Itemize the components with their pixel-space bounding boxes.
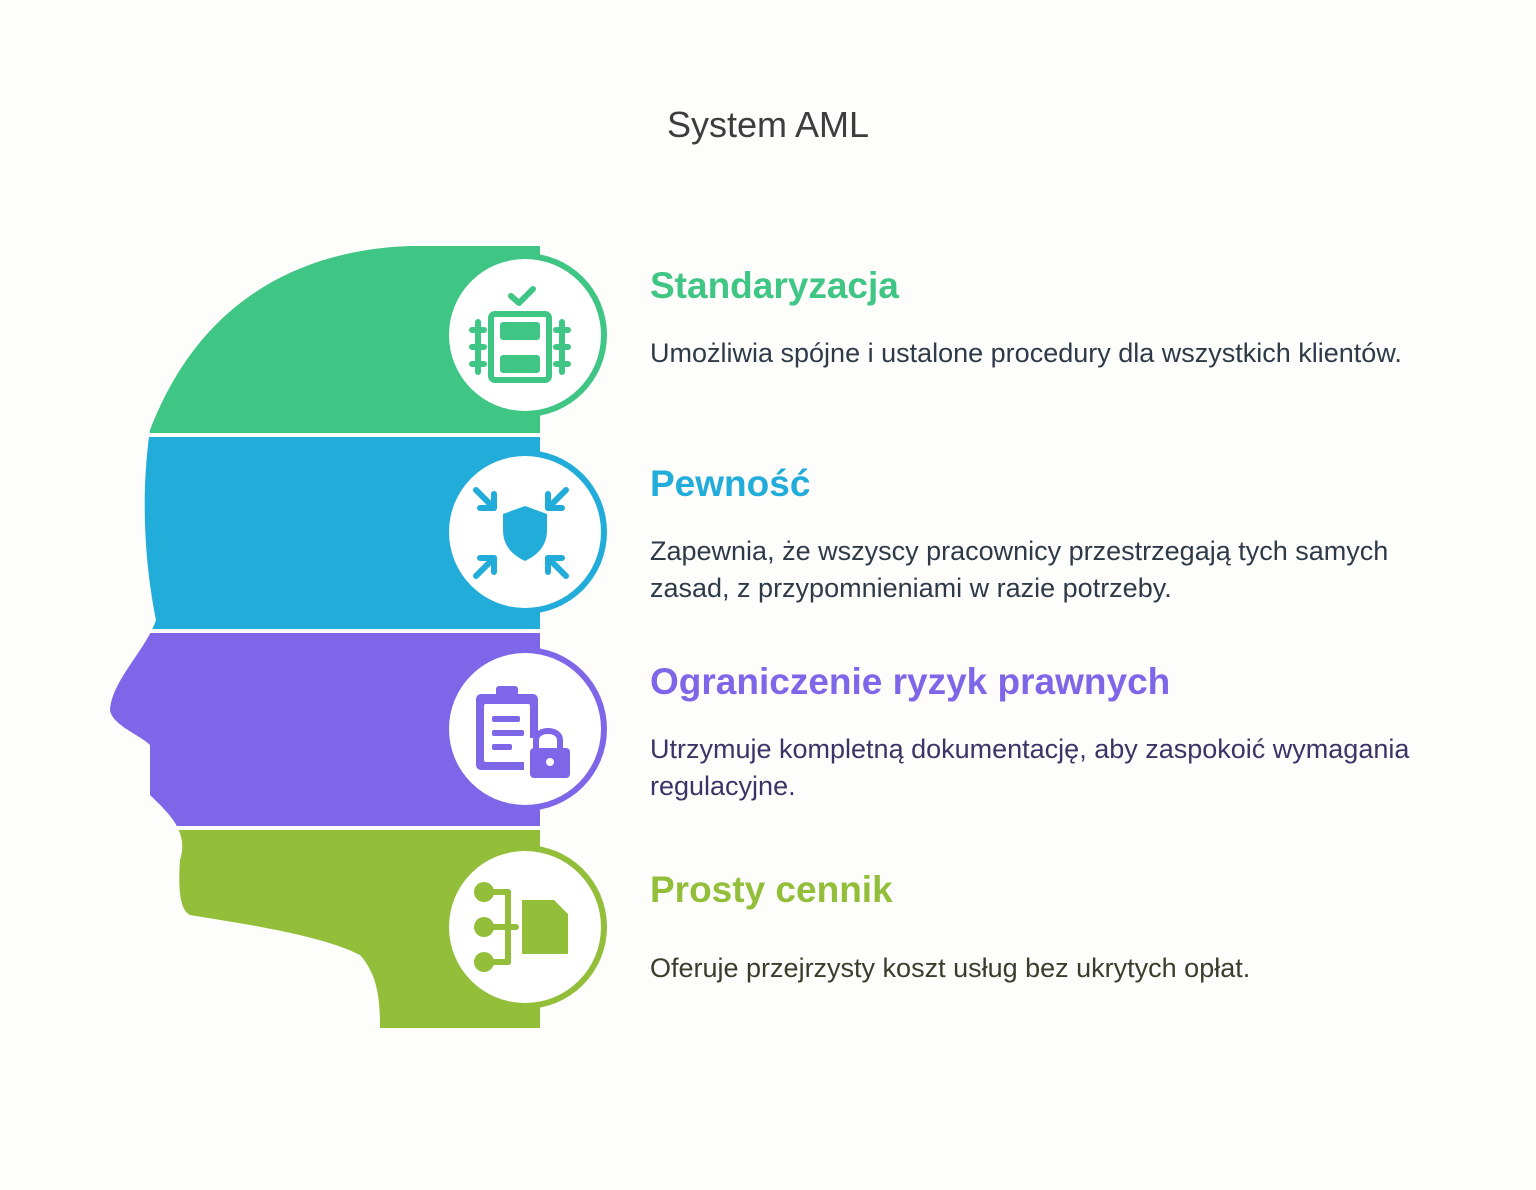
item-ograniczenie-ryzyk: Ograniczenie ryzyk prawnych Utrzymuje ko…	[650, 660, 1450, 805]
item-pewnosc: Pewność Zapewnia, że wszyscy pracownicy …	[650, 462, 1450, 607]
flow-tag-icon	[474, 882, 568, 972]
item-title: Standaryzacja	[650, 265, 899, 306]
item-title: Ograniczenie ryzyk prawnych	[650, 661, 1171, 702]
item-title: Prosty cennik	[650, 869, 893, 910]
page-title: System AML	[666, 104, 870, 145]
item-prosty-cennik: Prosty cennik Oferuje przejrzysty koszt …	[650, 868, 1450, 987]
item-description: Oferuje przejrzysty koszt usług bez ukry…	[650, 953, 1251, 983]
shield-arrows-icon	[473, 487, 569, 579]
clipboard-lock-icon	[476, 686, 572, 780]
item-description: Zapewnia, że wszyscy pracownicy przestrz…	[650, 536, 1389, 603]
standardization-icon	[469, 286, 571, 383]
item-title: Pewność	[650, 463, 811, 504]
item-description: Utrzymuje kompletną dokumentację, aby za…	[650, 734, 1410, 801]
item-description: Umożliwia spójne i ustalone procedury dl…	[650, 338, 1402, 368]
item-standaryzacja: Standaryzacja Umożliwia spójne i ustalon…	[650, 264, 1450, 372]
